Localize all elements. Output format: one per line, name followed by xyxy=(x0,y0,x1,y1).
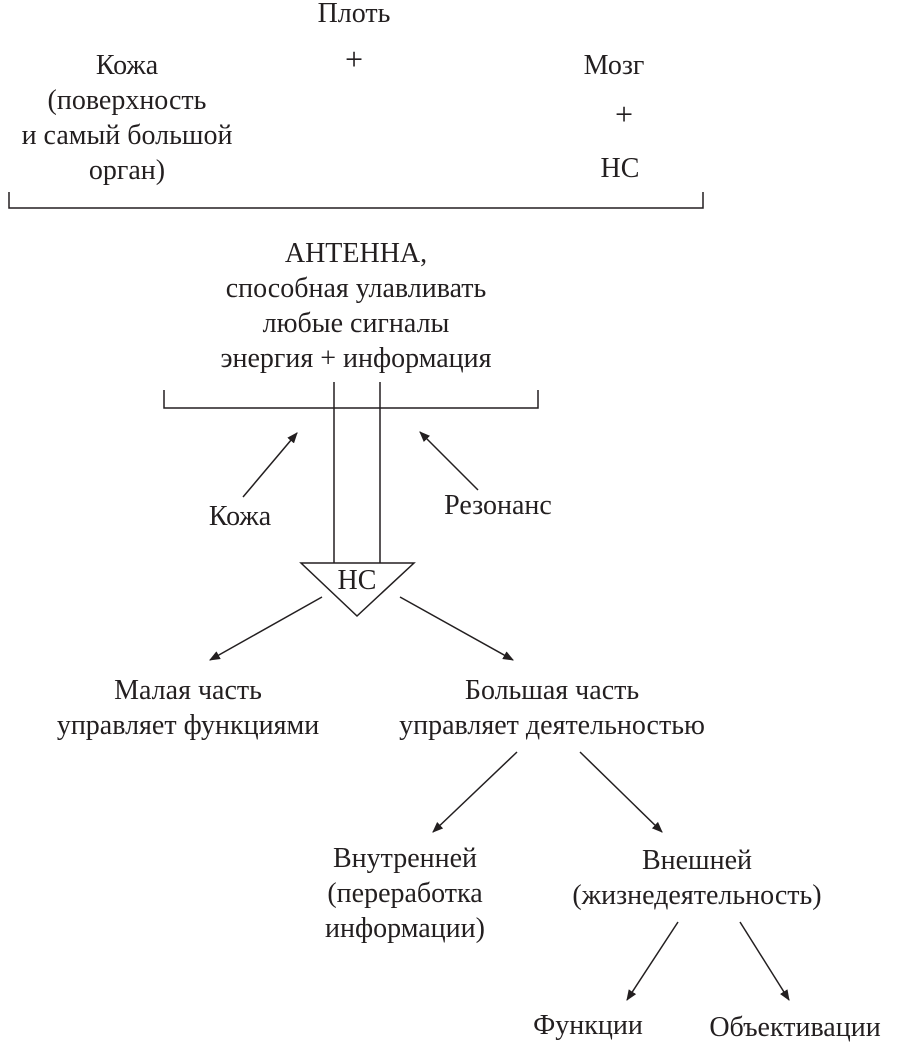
ns-to-small-arrow xyxy=(209,596,323,661)
small-part-text: Малая часть управляет функциями xyxy=(56,675,320,741)
top-bracket xyxy=(8,192,704,209)
to-external-arrow xyxy=(579,751,663,833)
to-functions-arrow xyxy=(626,921,679,1001)
antenna-text: АНТЕННА, способная улавливать любые сигн… xyxy=(220,238,492,374)
to-internal-arrow xyxy=(432,751,518,833)
internal-activity-text: Внутренней (переработка информации) xyxy=(325,843,485,944)
large-part-text: Большая часть управляет деятельностью xyxy=(399,675,705,741)
brain-label: Мозг xyxy=(583,50,645,81)
resonance-arrow xyxy=(419,431,479,491)
to-objectivations-arrow xyxy=(739,921,790,1001)
ns-to-large-arrow xyxy=(399,596,514,661)
ns-triangle xyxy=(299,562,416,618)
plus-right-sign: + xyxy=(614,96,634,132)
skin-description: Кожа (поверхность и самый большой орган) xyxy=(21,50,233,186)
ns-node-label: НС xyxy=(337,565,377,596)
plus-top-sign: + xyxy=(344,41,364,77)
external-activity-text: Внешней (жизнедеятельность) xyxy=(572,845,822,911)
ns-top-label: НС xyxy=(600,153,640,184)
functions-label: Функции xyxy=(533,1010,643,1041)
skin-input-label: Кожа xyxy=(208,501,272,532)
objectivations-label: Объективации xyxy=(709,1012,881,1043)
flesh-label: Плоть xyxy=(317,0,391,29)
antenna-bracket xyxy=(163,390,539,409)
skin-arrow xyxy=(242,432,298,498)
resonance-label: Резонанс xyxy=(444,490,552,521)
